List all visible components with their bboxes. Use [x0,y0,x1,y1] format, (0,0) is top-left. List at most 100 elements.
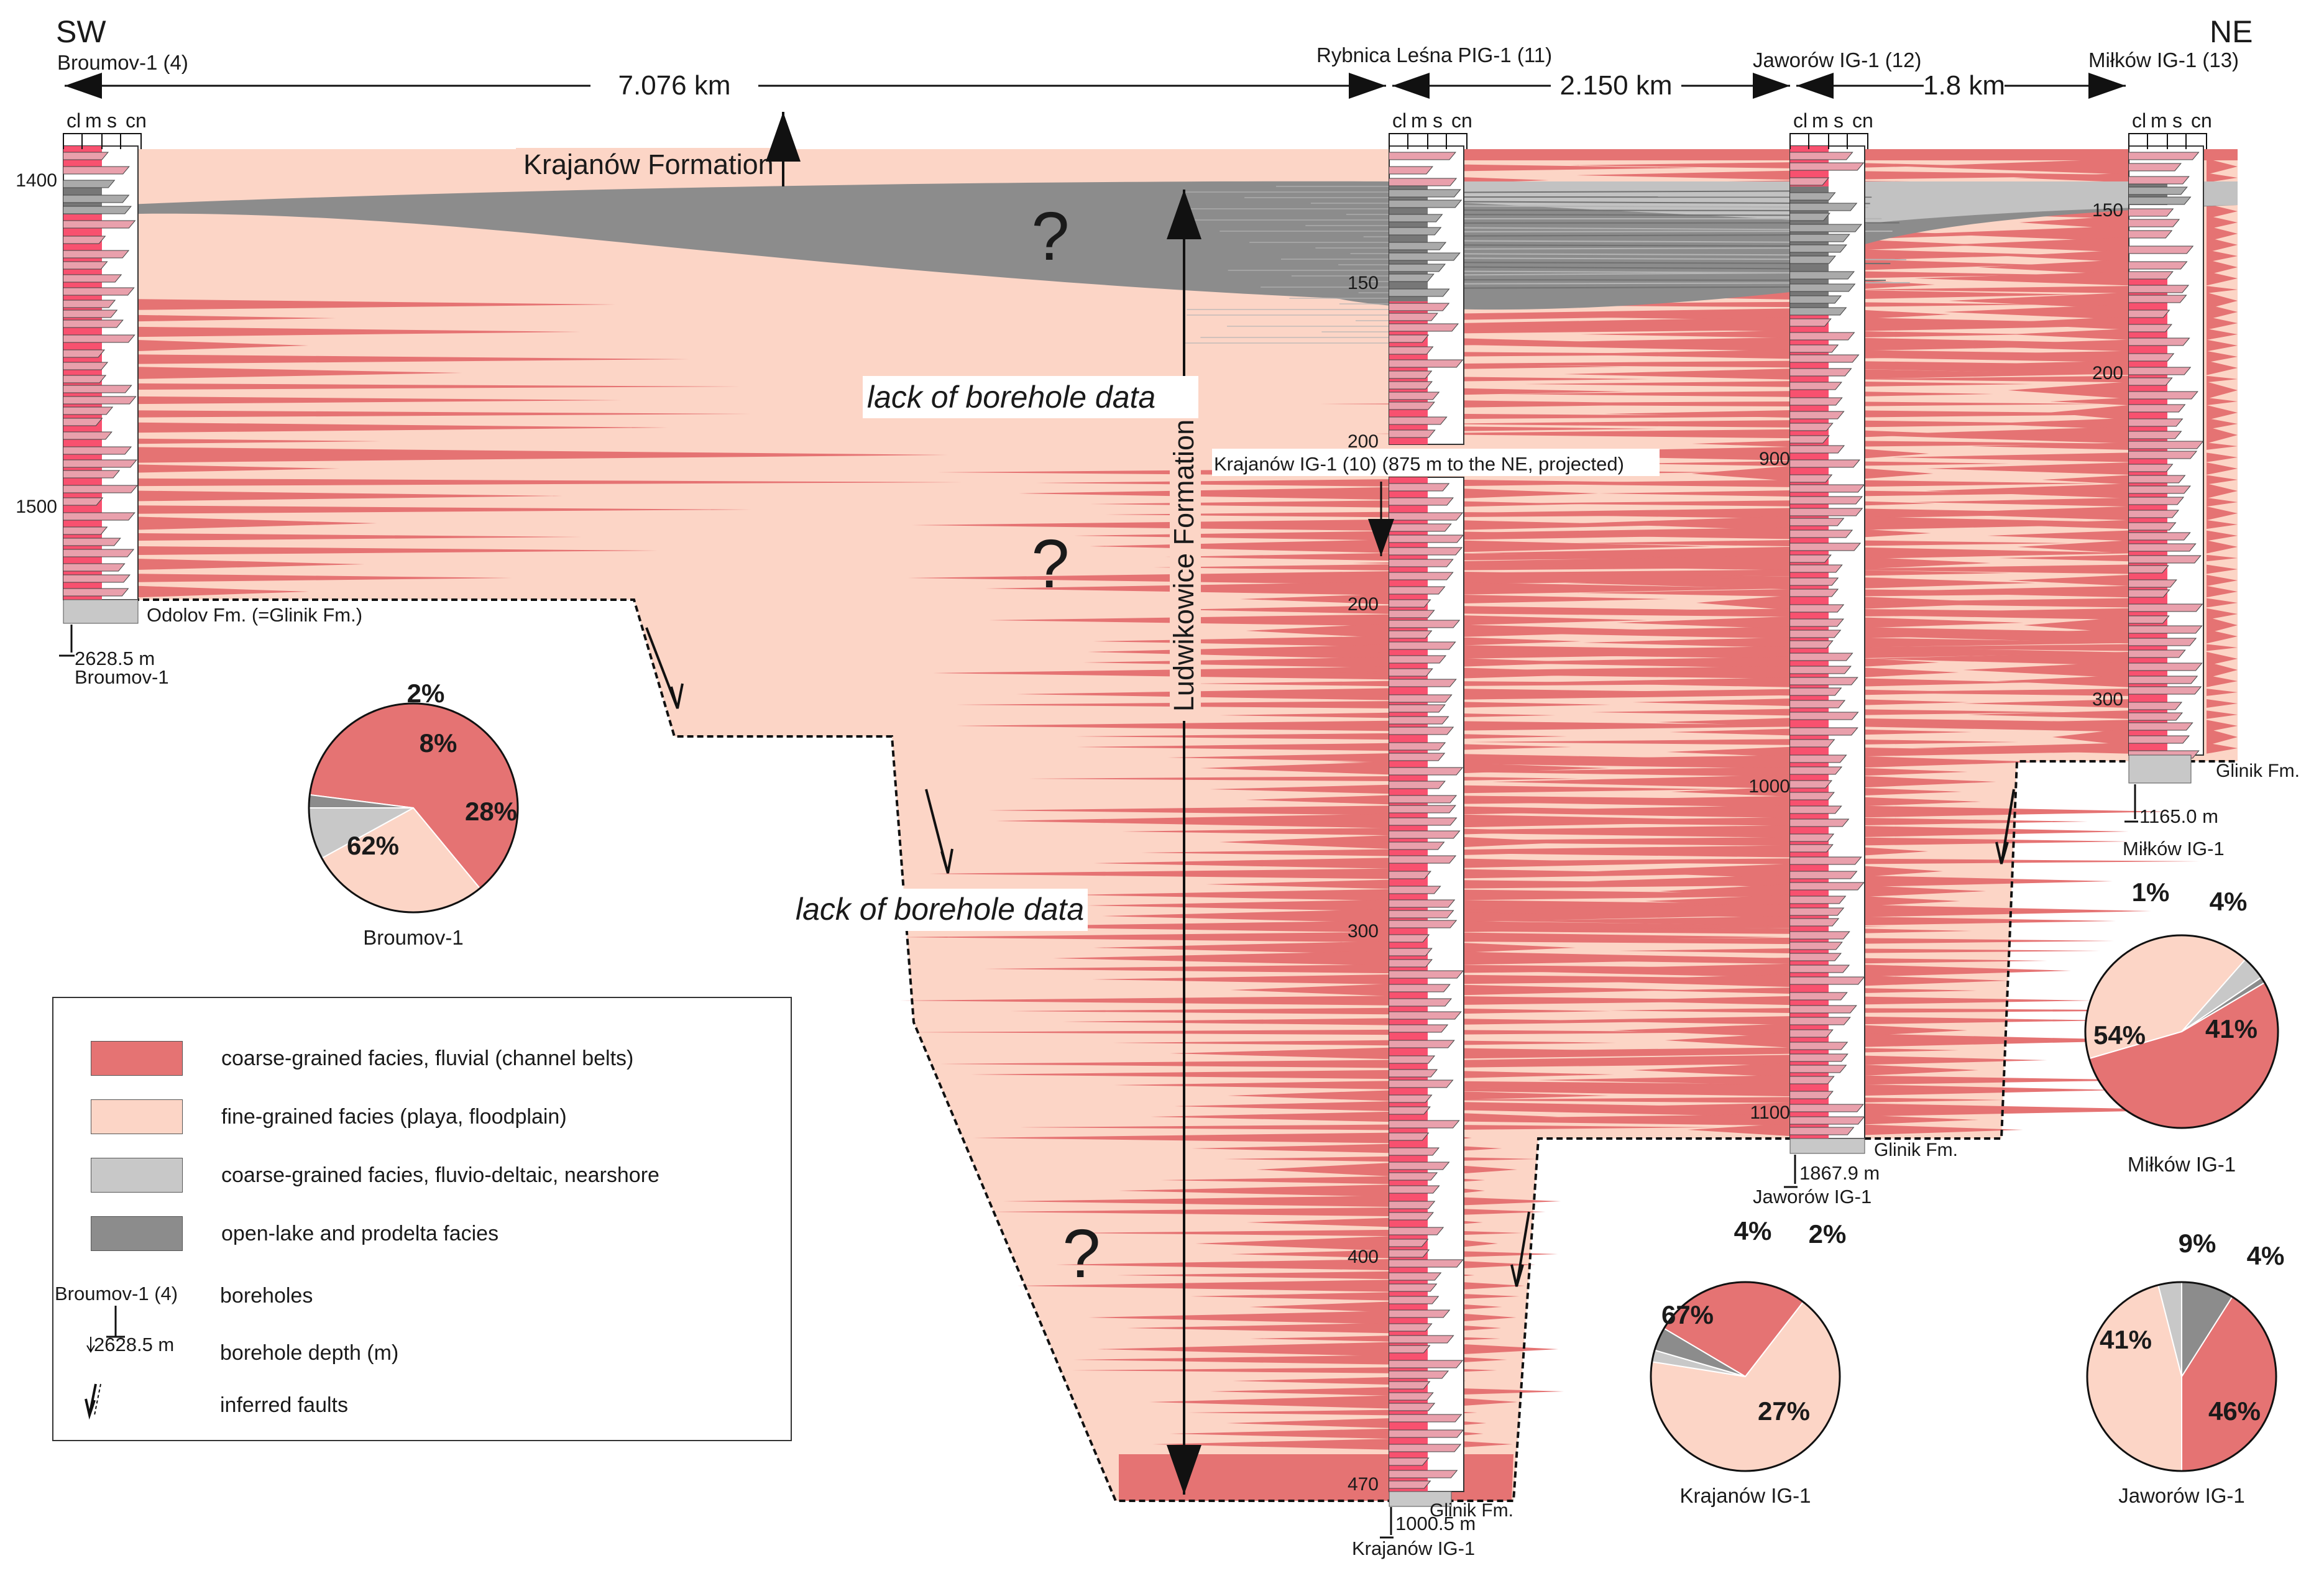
borehole-depth-jaworow: 1867.9 m [1799,1162,1880,1184]
column-bed [1389,324,1458,331]
pie-broumov: 62%28%8%2%Broumov-1 [309,679,518,949]
column-bed [1790,203,1857,211]
depth-marker-krajanow [1380,1507,1394,1537]
column-bed [1790,319,1831,326]
column-bed [1389,214,1442,222]
column-bed [1790,896,1845,904]
column-bed [1389,960,1432,967]
legend-item-open-lake: open-lake and prodelta facies [91,1214,183,1253]
column-bed [2129,272,2173,279]
column-bed [63,513,135,520]
column-bed [1389,831,1459,838]
depth-milkow-150: 150 [2092,200,2123,221]
borehole-depth-krajanow: 1000.5 m [1395,1513,1476,1534]
column-bed [1389,717,1448,724]
column-bed [1790,834,1834,841]
legend-swatch-coarse-fluvial [91,1041,183,1076]
column-bed [63,320,123,328]
column-bed [63,362,108,370]
column-bed [1790,666,1851,674]
column-bed [2129,392,2198,399]
column-bed [1389,1201,1435,1209]
column-bed [1790,1091,1833,1099]
column-bed [1389,1025,1448,1032]
column-bed [1790,908,1844,915]
column-bed [1790,193,1835,200]
grain-scale-label-s: s [1433,109,1443,132]
column-bed [1790,284,1855,291]
column-bed [1389,631,1431,638]
borehole-column-milkow [2129,146,2203,758]
column-bed [1389,1444,1461,1452]
column-bed [63,221,135,228]
column-bed [2129,246,2193,254]
borehole-column-krajanow [1389,477,1464,1492]
legend-swatch-fine [91,1099,183,1134]
column-bed [1389,642,1456,649]
column-bed [1389,1324,1431,1331]
column-bed [1389,886,1440,894]
legend-label-coarse-deltaic: coarse-grained facies, fluvio-deltaic, n… [221,1163,659,1188]
column-bed [1389,695,1452,702]
column-bed [2129,310,2169,318]
borehole-depth-milkow: 1165.0 m [2139,805,2218,827]
column-bed [1389,1212,1433,1220]
column-bed [2129,713,2182,720]
column-bed [1389,524,1451,531]
column-bed [2129,187,2187,195]
column-bed [1389,1430,1463,1437]
lack-of-data-label-1: lack of borehole data [867,380,1155,415]
column-bed [1790,1065,1846,1073]
column-bed [1790,1054,1848,1061]
column-bed [1790,619,1844,626]
column-bed [1790,953,1841,961]
depth-rybnica-150: 150 [1348,273,1379,293]
column-bed [2129,367,2190,375]
column-bed [1790,677,1858,685]
borehole-title-milkow: Miłków IG-1 (13) [2088,48,2239,71]
pie-label-coarse-fluvial: 62% [347,831,399,860]
column-bed [1389,178,1456,186]
column-bed [63,167,129,174]
column-bed [1790,792,1834,800]
column-bed [2129,354,2174,361]
column-bed [63,564,125,571]
column-bed [2129,497,2184,505]
distance-label-2: 2.150 km [1560,70,1673,101]
column-bed [1790,355,1858,362]
pie-title-krajanow: Krajanów IG-1 [1680,1484,1811,1507]
column-bed [1389,313,1438,321]
column-bed [63,470,119,478]
column-coarse-interval [1790,311,1829,1139]
lack-of-data-label-2: lack of borehole data [796,892,1084,927]
column-bed [1389,548,1462,555]
column-bed [1389,1173,1437,1180]
column-bed [63,385,132,393]
column-bed [1389,360,1463,367]
column-bed [1389,795,1456,803]
column-bed [2129,324,2172,332]
column-bed [1389,1250,1429,1257]
column-bed [1790,767,1842,774]
column-bed [1790,213,1830,221]
direction-sw: SW [56,14,106,49]
column-bed [1389,289,1449,296]
depth-milkow-300: 300 [2092,689,2123,710]
column-bed [1389,371,1431,378]
column-bed [2129,163,2181,171]
column-bed [2129,378,2172,385]
column-bed [1790,332,1854,340]
pie-label-fine: 41% [2205,1014,2257,1043]
column-bed [1389,669,1433,676]
column-bed [1389,679,1456,687]
column-bed [2129,687,2201,694]
column-bed [1389,743,1445,750]
column-bed [1389,1470,1457,1478]
krajanow-formation-label: Krajanów Formation [523,149,774,180]
column-bed [1389,1345,1430,1353]
column-bed [1389,1360,1463,1368]
column-bed [1790,641,1833,648]
pie-title-broumov: Broumov-1 [363,926,463,949]
column-bed [2129,723,2193,730]
column-bed [1790,345,1838,352]
